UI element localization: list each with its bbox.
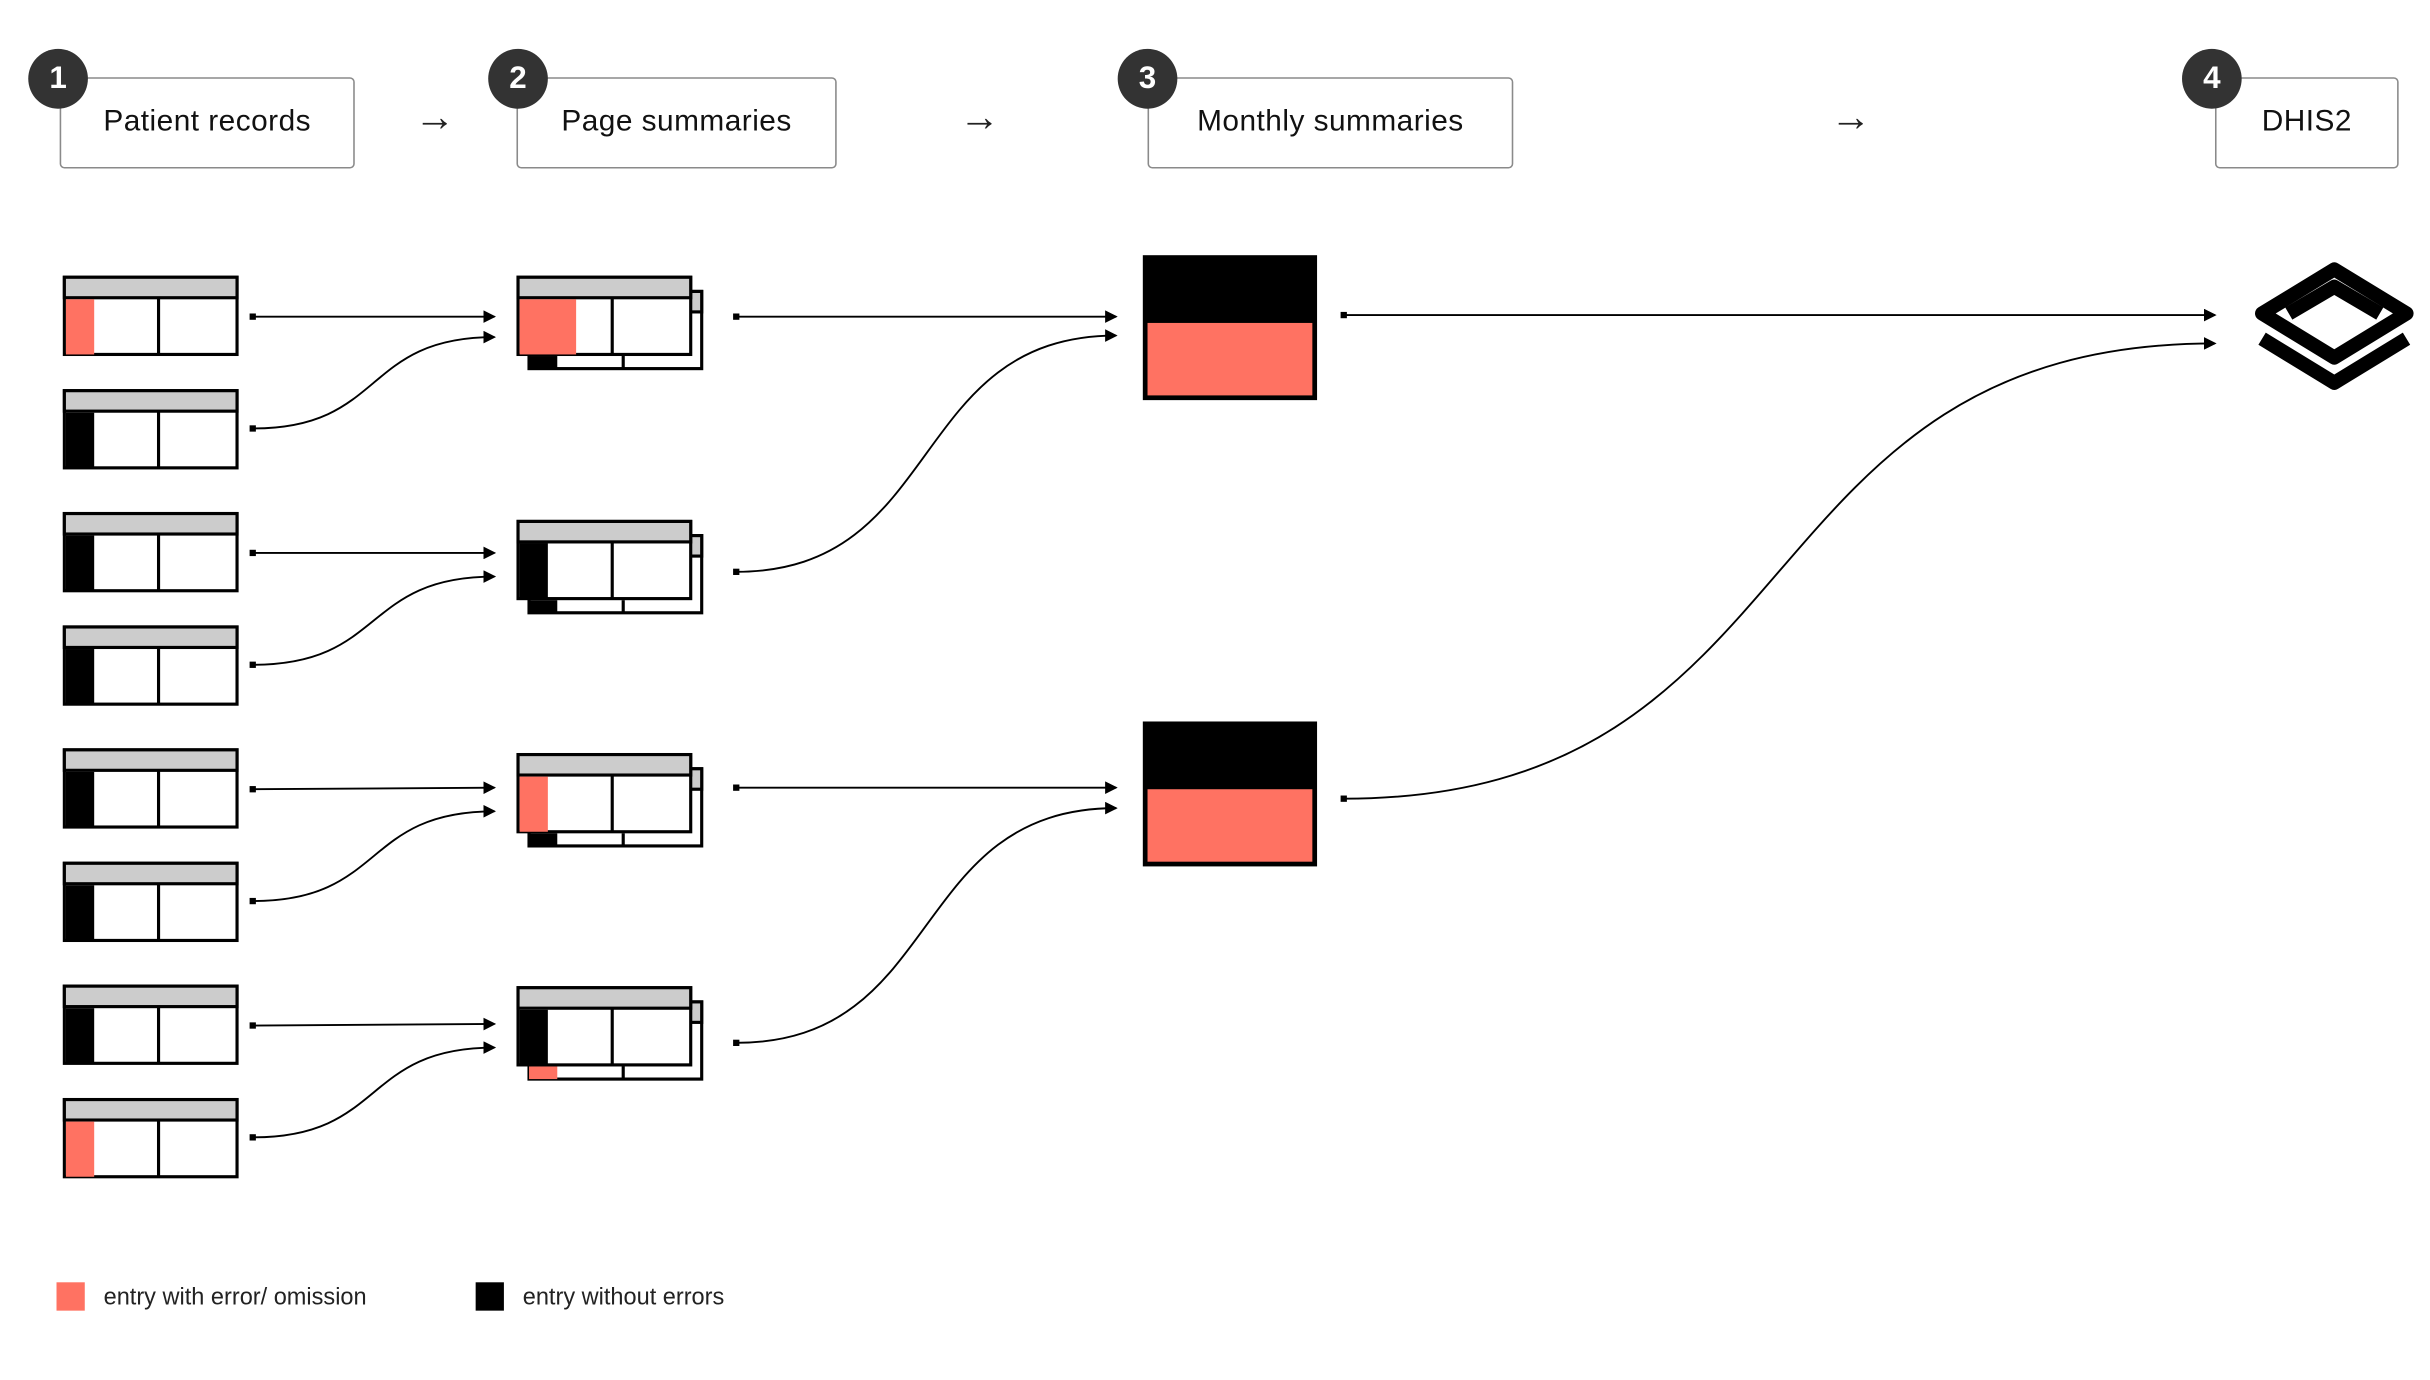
stage-number-badge: 4 (2182, 48, 2242, 109)
step-arrow-icon: → (1830, 92, 1872, 141)
monthly-summary-block (1142, 721, 1318, 867)
stage-box-patient-records: Patient records (59, 77, 355, 169)
connector-arrow (249, 570, 497, 668)
record-entry-ok (65, 771, 95, 828)
legend-ok: entry without errors (475, 1282, 725, 1311)
record-entry-ok (65, 412, 95, 468)
page-summary-stack (516, 275, 704, 371)
connector-arrow (249, 546, 497, 560)
patient-record-card (62, 748, 239, 829)
stage-label: DHIS2 (2261, 105, 2352, 139)
stage-number-badge: 2 (488, 48, 548, 109)
patient-record-card (62, 861, 239, 943)
connector-arrow (733, 310, 1118, 323)
connector-arrow (733, 801, 1118, 1046)
connector-arrow (1340, 308, 2217, 322)
step-arrow-icon: → (414, 92, 456, 141)
record-entry-error (65, 1121, 95, 1177)
connector-arrow (733, 329, 1118, 575)
stage-box-monthly-summaries: Monthly summaries (1147, 77, 1514, 169)
record-entry-ok (65, 535, 95, 591)
connector-arrow (249, 1017, 497, 1031)
monthly-summary-block (1142, 255, 1318, 401)
patient-record-card (62, 984, 239, 1065)
connector-arrow (249, 804, 497, 905)
dhis2-logo-icon (2255, 262, 2414, 390)
page-summary-stack (516, 752, 704, 848)
patient-record-card (62, 625, 239, 706)
connector-arrow (733, 781, 1118, 794)
patient-record-card (62, 511, 239, 593)
record-entry-ok (65, 1008, 95, 1064)
record-entry-error (65, 299, 95, 355)
legend-label-ok: entry without errors (522, 1283, 725, 1310)
legend-swatch-error (56, 1282, 85, 1311)
record-entry-ok (65, 649, 95, 705)
connector-arrow (249, 330, 497, 432)
stage-number-badge: 3 (1117, 48, 1178, 109)
page-summary-stack (516, 986, 704, 1081)
stage-label: Page summaries (561, 105, 792, 139)
stage-number-badge: 1 (28, 48, 88, 109)
patient-record-card (62, 1097, 239, 1179)
connector-arrow (249, 781, 497, 795)
stage-label: Patient records (103, 105, 312, 139)
legend-label-error: entry with error/ omission (103, 1283, 367, 1310)
legend-error: entry with error/ omission (56, 1282, 367, 1311)
legend-swatch-ok (475, 1282, 504, 1311)
record-entry-ok (65, 885, 95, 941)
patient-record-card (62, 389, 239, 470)
patient-record-card (62, 275, 239, 357)
connector-arrow (1340, 337, 2217, 802)
step-arrow-icon: → (959, 92, 1000, 141)
stage-box-page-summaries: Page summaries (516, 77, 837, 169)
stage-box-dhis2: DHIS2 (2214, 77, 2399, 169)
connector-arrow (249, 310, 497, 323)
connector-arrow (249, 1041, 497, 1141)
page-summary-stack (516, 519, 704, 615)
stage-label: Monthly summaries (1197, 105, 1464, 139)
